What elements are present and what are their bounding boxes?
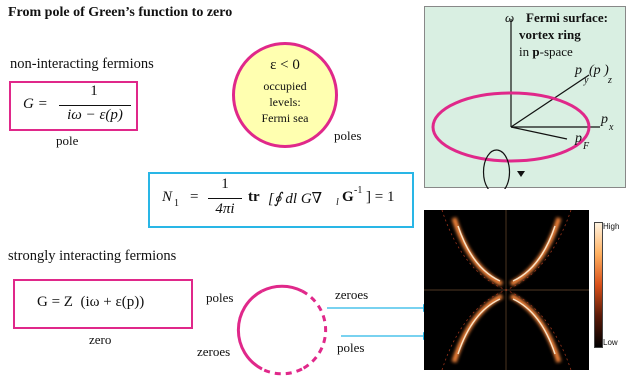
px-label: p: [601, 112, 608, 127]
connector-arrows: [327, 304, 433, 340]
circulation-arrow: [517, 171, 525, 177]
vortex-axes: [431, 19, 600, 189]
vortex-title-line3: in p-space: [519, 44, 573, 60]
px-subscript: x: [609, 122, 614, 133]
spectral-heatmap: [424, 210, 589, 370]
vortex-ring-panel: ω Fermi surface: vortex ring in p-space …: [424, 6, 626, 189]
fermi-sea-circle: ε < 0 occupied levels: Fermi sea: [232, 42, 338, 148]
strongly-interacting-label: strongly interacting fermions: [8, 248, 177, 264]
py-pz-label: p (p ): [575, 63, 609, 78]
fermi-energy-label: ε < 0: [270, 57, 300, 73]
fermi-vortex-ring: [431, 91, 591, 163]
vortex-title-pre: in: [519, 44, 533, 59]
pole-formula-box: G = 1 iω − ε(p): [9, 81, 138, 131]
coef-denominator: 4πi: [215, 201, 235, 217]
invariant-lhs: N: [162, 189, 173, 205]
green-function-inverse: G: [342, 189, 354, 205]
pz-subscript: z: [608, 75, 612, 86]
py-axis: [510, 74, 590, 128]
integral-subscript: l: [336, 197, 339, 208]
circulation-loop-left: [482, 149, 508, 189]
invariant-eq: =: [190, 189, 199, 205]
poles-label: poles: [334, 128, 362, 143]
heatmap-colorbar: [594, 222, 603, 348]
omega-label: ω: [505, 10, 515, 25]
fermi-line4: Fermi sea: [261, 111, 309, 125]
formula-lhs: G =: [23, 96, 48, 112]
pf-radius: [510, 126, 568, 140]
inverse-superscript: -1: [354, 185, 363, 196]
fermi-line3: levels:: [269, 95, 301, 109]
vortex-title-post: -space: [539, 44, 573, 59]
invariant-box: N 1 = 1 4πi tr [∮ dl G∇ l G -1 ] = 1: [148, 172, 414, 228]
pole-zero-ring: [236, 284, 328, 376]
heatmap-core-bottom-left: [457, 298, 501, 355]
pole-caption: pole: [56, 133, 79, 148]
ring-zeroes-bottom: zeroes: [197, 344, 231, 359]
integral-expression: [∮ dl G∇: [268, 191, 323, 207]
coef-numerator: 1: [221, 176, 229, 192]
heatmap-core-top-right: [512, 225, 556, 282]
colorbar-low-label: Low: [603, 338, 618, 347]
vortex-title-line2: vortex ring: [519, 27, 581, 42]
page-title: From pole of Green’s function to zero: [8, 5, 233, 20]
heatmap-core-top-left: [457, 225, 501, 282]
py-subscript: y: [584, 75, 589, 86]
invariant-rhs: ] = 1: [366, 189, 395, 205]
ring-poles-top: poles: [206, 290, 234, 305]
circulation-loop-right: [506, 158, 511, 186]
ring-dashed-bottom: [261, 367, 303, 376]
zero-caption: zero: [89, 332, 112, 347]
colorbar-high-label: High: [603, 222, 620, 231]
ring-dashed-right: [301, 289, 328, 371]
ring-solid-left: [236, 289, 263, 371]
ring-solid-top: [261, 284, 303, 293]
zero-formula-box: G = Z (iω + ε(p)): [13, 279, 193, 329]
fermi-line2: occupied: [263, 79, 307, 93]
invariant-lhs-sub: 1: [174, 198, 179, 209]
vortex-title-line1: Fermi surface:: [526, 10, 608, 25]
coef-bar: [208, 198, 242, 199]
formula-numerator: 1: [90, 83, 98, 99]
trace-operator: tr: [248, 189, 260, 205]
heatmap-guide-top: [441, 210, 572, 291]
non-interacting-label: non-interacting fermions: [10, 56, 154, 72]
vortex-title-bold: p: [532, 44, 540, 59]
ring-poles-bottom: poles: [337, 340, 365, 355]
heatmap-guide-bottom: [441, 289, 572, 370]
pf-label: p: [575, 131, 582, 146]
formula-denominator: iω − ε(p): [67, 107, 123, 123]
pf-subscript: F: [583, 141, 590, 152]
heatmap-core-bottom-right: [512, 298, 556, 355]
fraction-bar: [59, 105, 131, 106]
zero-formula: G = Z (iω + ε(p)): [37, 294, 145, 310]
heatmap-arcs: [424, 210, 589, 370]
ring-zeroes-top: zeroes: [335, 287, 369, 302]
